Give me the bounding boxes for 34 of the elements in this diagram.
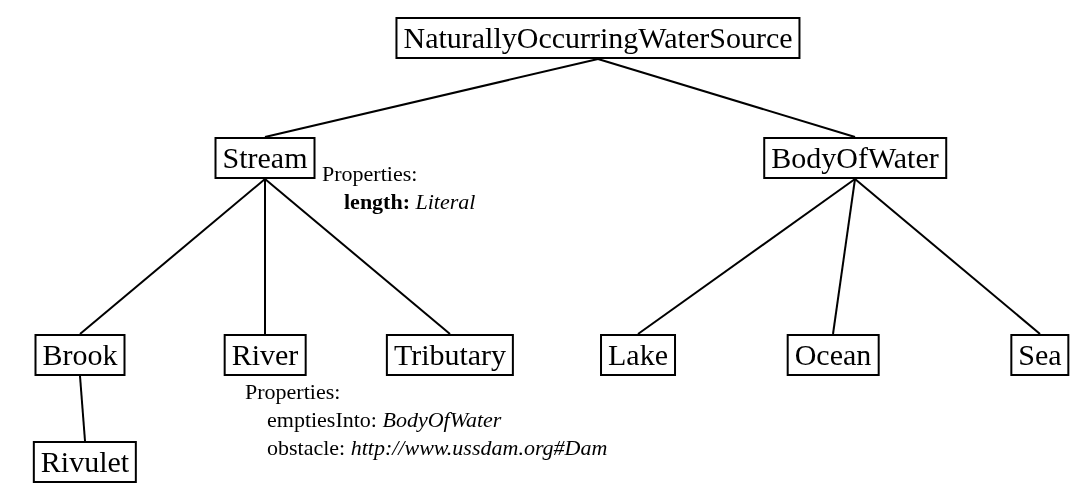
class-box [385, 334, 515, 376]
tree-line [832, 178, 856, 335]
class-box [600, 334, 676, 376]
class-name: Lake [608, 338, 668, 371]
properties-heading: Properties: [245, 378, 342, 406]
class-name: Brook [42, 338, 118, 371]
class-name: Sea [1018, 338, 1062, 371]
property-line: length: Literal [343, 188, 476, 216]
tree-line [854, 178, 1041, 335]
class-name: Stream [222, 141, 308, 174]
class-name: NaturallyOccurringWaterSource [403, 21, 793, 54]
property-line: emptiesInto: BodyOfWater [266, 406, 503, 434]
properties-heading: Properties: [322, 160, 419, 188]
class-box [1010, 334, 1070, 376]
class-name: BodyOfWater [771, 141, 939, 174]
tree-line [264, 178, 266, 335]
tree-line [79, 178, 266, 335]
tree-line [637, 178, 856, 335]
class-box [223, 334, 307, 376]
tree-line [264, 178, 451, 335]
class-box [786, 334, 880, 376]
class-name: Ocean [794, 338, 872, 371]
class-name: River [231, 338, 299, 371]
class-box [32, 441, 138, 483]
tree-line [264, 58, 599, 138]
class-box [214, 137, 316, 179]
class-box [763, 137, 947, 179]
class-box [34, 334, 126, 376]
tree-line [79, 375, 86, 442]
class-name: Rivulet [40, 445, 130, 478]
class-name: Tributary [393, 338, 507, 371]
tree-line [597, 58, 856, 138]
class-box [395, 17, 801, 59]
property-line: obstacle: http://www.ussdam.org#Dam [266, 434, 608, 462]
